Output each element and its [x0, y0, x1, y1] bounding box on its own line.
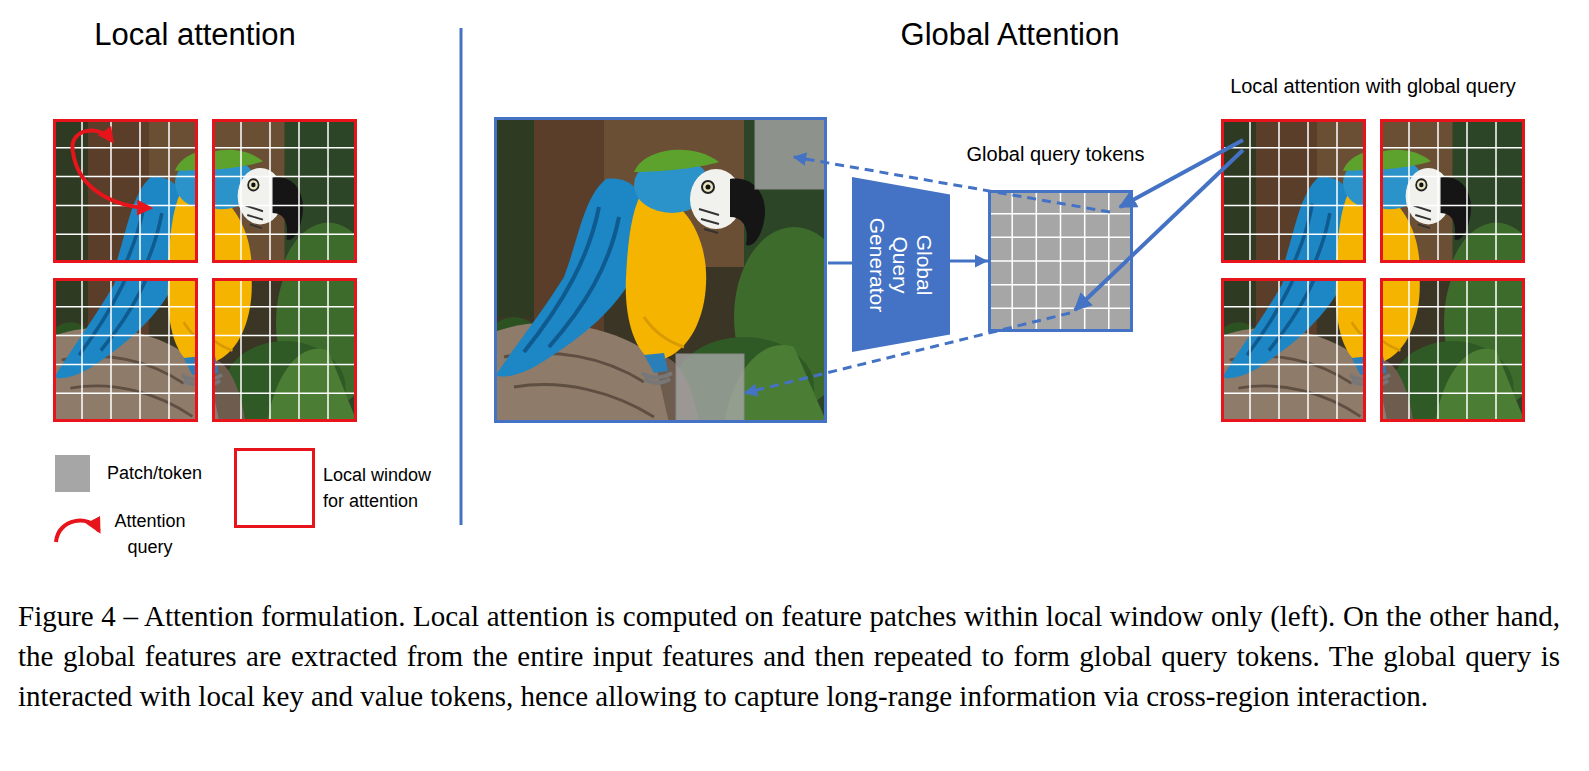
legend-text: Local window for attention — [323, 462, 448, 514]
feed-line — [828, 262, 852, 265]
node-heading: Global query tokens — [967, 143, 1145, 166]
local-window — [212, 119, 357, 263]
legend-arrow-sample — [56, 521, 99, 542]
section-divider — [460, 28, 463, 525]
group-heading: Local attention with global query — [1230, 75, 1516, 97]
image-patch — [676, 354, 744, 422]
attention-arrow — [72, 131, 112, 152]
local-window — [1380, 278, 1525, 422]
legend-swatch — [55, 455, 90, 492]
input-image — [474, 117, 854, 437]
figure-caption: Figure 4 – Attention formulation. Local … — [18, 596, 1560, 716]
image-patch — [755, 118, 825, 189]
local-window — [212, 278, 357, 422]
local-window — [53, 278, 198, 422]
image-tile — [50, 134, 381, 435]
token-grid-lines — [988, 190, 1133, 332]
token-grid-fill — [988, 190, 1133, 332]
attention-arrow — [73, 152, 150, 208]
token-grid: Global query tokens — [988, 190, 1133, 332]
section-title: Global Attention — [901, 18, 1120, 52]
legend-window-sample — [236, 450, 314, 527]
section-title: Local attention — [94, 18, 296, 52]
image-border — [496, 119, 826, 422]
generator-shape — [852, 177, 950, 352]
local-window — [53, 119, 198, 263]
legend-text: Attention query — [104, 508, 196, 560]
flow-arrow — [950, 260, 988, 263]
dashed-arrow — [794, 157, 1110, 212]
query-arrow — [1075, 150, 1243, 310]
image-tile — [1218, 134, 1549, 435]
node-label: Global Query Generator — [866, 207, 937, 322]
generator-node: Global Query Generator — [852, 177, 950, 352]
local-window — [1380, 119, 1525, 263]
local-window — [1221, 278, 1366, 422]
legend-text: Patch/token — [107, 460, 202, 486]
